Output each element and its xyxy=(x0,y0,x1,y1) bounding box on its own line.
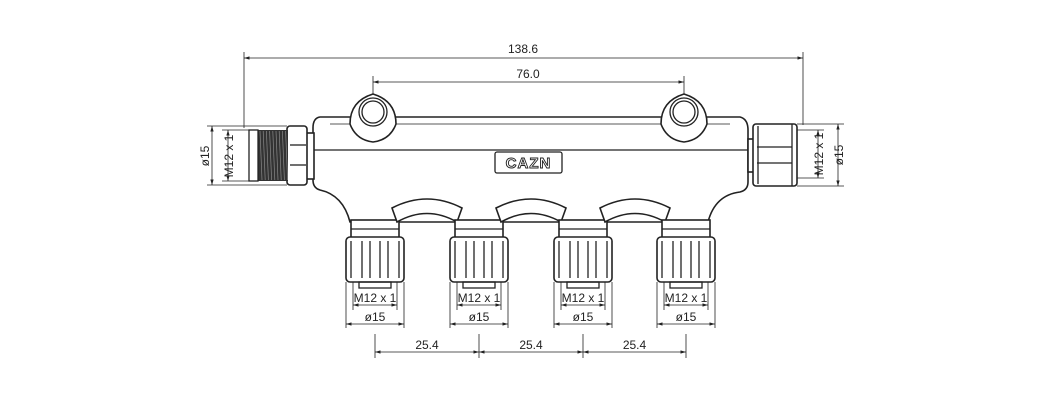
left-thread-label: M12 x 1 xyxy=(222,134,236,177)
port-arch xyxy=(391,198,463,224)
bottom-port: M12 x 1 ø15 xyxy=(449,219,509,328)
port-arch xyxy=(599,198,671,224)
port-pitch-label: 25.4 xyxy=(623,338,647,352)
cazn-logo: CAZN xyxy=(494,151,563,174)
port-thread-label: M12 x 1 xyxy=(562,291,605,305)
port-thread-label: M12 x 1 xyxy=(665,291,708,305)
port-thread-label: M12 x 1 xyxy=(354,291,397,305)
right-thread-label: M12 x 1 xyxy=(812,132,826,175)
manifold-body: CAZN xyxy=(312,93,749,223)
bottom-port: M12 x 1 ø15 xyxy=(553,219,613,328)
port-pitch-label: 25.4 xyxy=(415,338,439,352)
port-arch xyxy=(495,198,567,224)
left-male-connector xyxy=(248,125,315,186)
port-diameter-label: ø15 xyxy=(365,310,386,324)
right-diameter-label: ø15 xyxy=(832,144,846,165)
overall-length-dimension: 138.6 xyxy=(243,42,804,128)
port-diameter-label: ø15 xyxy=(573,310,594,324)
overall-length-label: 138.6 xyxy=(508,42,538,56)
bottom-port: M12 x 1 ø15 xyxy=(656,219,716,328)
port-pitch-dimensions: 25.4 25.4 25.4 xyxy=(374,334,687,358)
port-pitch-label: 25.4 xyxy=(519,338,543,352)
port-diameter-label: ø15 xyxy=(676,310,697,324)
left-diameter-label: ø15 xyxy=(198,145,212,166)
hole-spacing-dimension: 76.0 xyxy=(372,67,685,112)
port-thread-label: M12 x 1 xyxy=(458,291,501,305)
right-female-connector xyxy=(747,123,798,187)
bottom-port: M12 x 1 ø15 xyxy=(345,219,405,328)
port-diameter-label: ø15 xyxy=(469,310,490,324)
left-thread-dimension: M12 x 1 ø15 xyxy=(198,125,287,186)
right-thread-dimension: M12 x 1 ø15 xyxy=(797,123,846,187)
hole-spacing-label: 76.0 xyxy=(516,67,540,81)
logo-text: CAZN xyxy=(506,155,552,172)
